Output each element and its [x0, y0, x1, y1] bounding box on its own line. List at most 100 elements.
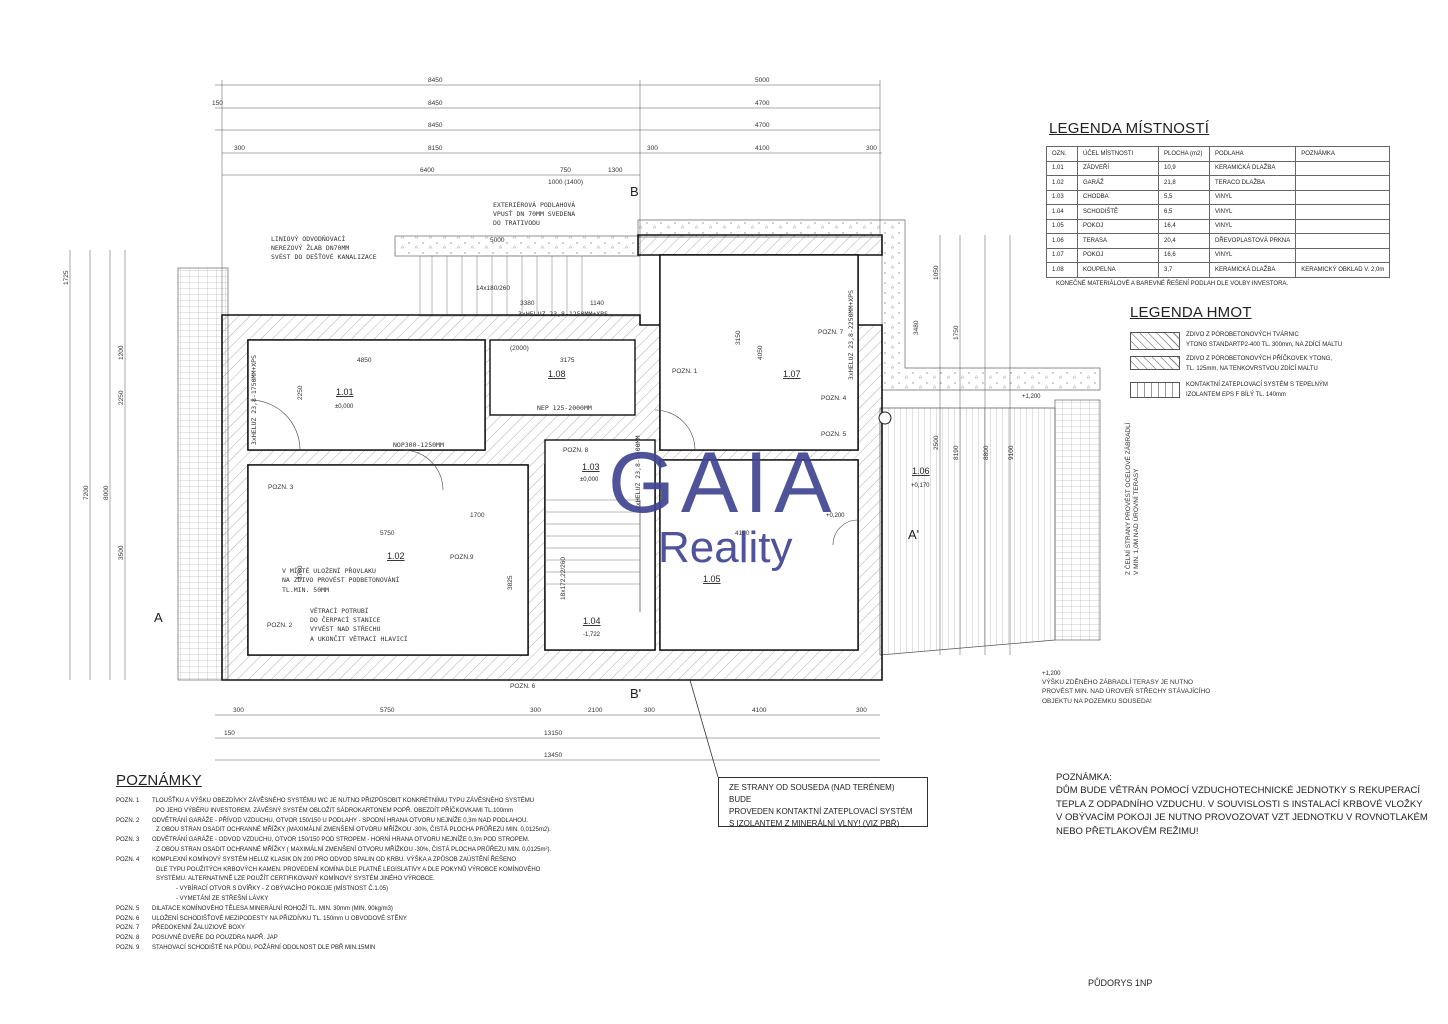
annotation: NEP 125-2000MM	[537, 404, 592, 412]
note-text: - VYBÍRACÍ OTVOR S DVÍŘKY - Z OBÝVACÍHO …	[176, 886, 389, 893]
table-cell: TERASA	[1077, 233, 1159, 249]
note-key: POZN. 6	[116, 915, 140, 922]
pozn-label: POZN. 1	[672, 368, 698, 375]
table-cell: SCHODIŠTĚ	[1077, 204, 1159, 220]
terrace-1-06	[879, 407, 1056, 656]
note-text: Z OBOU STRAN OSADIT OCHRANNÉ MŘÍŽKY (MAX…	[156, 827, 551, 834]
level-mark: +0,200	[826, 513, 845, 519]
note-key	[116, 846, 152, 856]
annotation: VĚTRACÍ POTRUBÍ	[310, 606, 369, 615]
section-marks: A A' B B'	[154, 184, 919, 701]
table-cell	[1295, 175, 1391, 191]
annotation: DO TRATIVODU	[493, 219, 540, 227]
text: ZDIVO Z PÓROBETONOVÝCH PŘÍČKOVEK YTONG,	[1186, 356, 1333, 362]
table-cell: 21,8	[1158, 175, 1210, 191]
table-cell: CHODBA	[1077, 189, 1159, 205]
dim: 1300	[608, 167, 623, 174]
dim: 4100	[735, 530, 750, 537]
note-text: DLE TYPU POUŽITÝCH KRBOVÝCH KAMEN. PROVE…	[156, 866, 541, 873]
annotation: DO ČERPACÍ STANICE	[310, 615, 381, 624]
dim: 4700	[755, 100, 770, 107]
level-mark: +1,200	[1022, 394, 1041, 400]
text: V OBÝVACÍM POKOJI JE NUTNO PROVOZOVAT VZ…	[1056, 812, 1428, 824]
dim: 8450	[428, 77, 443, 84]
legend-rooms-table: OZN. ÚČEL MÍSTNOSTI PLOCHA (m2) PODLAHA …	[1046, 146, 1391, 278]
pozn-label: POZN. 6	[510, 683, 536, 690]
annotation: VYVÉST NAD STŘECHU	[310, 624, 381, 633]
note-key	[116, 866, 152, 876]
annotation: NOP300-1250MM	[393, 441, 444, 449]
table-cell	[1295, 247, 1391, 263]
table-cell: 1.05	[1046, 218, 1078, 234]
dim: 13450	[544, 752, 562, 759]
table-cell: 20,4	[1158, 233, 1210, 249]
annotation: 14x180/260	[476, 285, 510, 292]
dim: 3825	[507, 575, 514, 590]
section-mark-a: A	[154, 610, 163, 625]
dim: 300	[856, 707, 867, 714]
dim: 8150	[428, 145, 443, 152]
dim: 3150	[735, 330, 742, 345]
dim: 3500	[118, 545, 125, 560]
dim: 4100	[755, 145, 770, 152]
dim: 300	[234, 145, 245, 152]
note-key: POZN. 5	[116, 905, 140, 912]
table-cell: KERAMICKÁ DLAŽBA	[1208, 262, 1297, 278]
note-text: PO JEHO VÝBĚRU INVESTOREM. ZÁVĚSNÝ SYSTÉ…	[156, 807, 514, 814]
dim: 2500	[933, 435, 940, 450]
annotation: LINIOVÝ ODVODŇOVACÍ	[271, 234, 345, 243]
pozn-labels: POZN. 1 POZN. 2 POZN. 3 POZN. 4 POZN. 5 …	[267, 329, 847, 690]
dim: 8000	[103, 485, 110, 500]
table-cell: 1.01	[1046, 160, 1078, 176]
section-mark-b-prime: B'	[630, 686, 641, 701]
table-cell: 3,7	[1158, 262, 1210, 278]
dim: 5000	[755, 77, 770, 84]
pozn-label: POZN. 8	[563, 447, 589, 454]
note-line: - VYBÍRACÍ OTVOR S DVÍŘKY - Z OBÝVACÍHO …	[116, 885, 551, 895]
note-key: POZN. 2	[116, 817, 140, 824]
dim: 8450	[428, 122, 443, 129]
dim: 150	[212, 100, 223, 107]
table-cell: VINYL	[1208, 189, 1297, 205]
door-swings	[249, 399, 859, 546]
table-cell: 16,4	[1158, 218, 1210, 234]
dims-left: 1725 7200 8000 1200 2250 3500	[63, 270, 125, 560]
drawing-title: PŮDORYS 1NP	[1088, 978, 1153, 988]
text: TEPLA Z ODPADNÍHO VZDUCHU. V SOUVISLOSTI…	[1056, 798, 1423, 810]
dim: 8800	[983, 445, 990, 460]
level-mark: +0,170	[911, 483, 930, 489]
table-cell	[1295, 160, 1391, 176]
note-key	[116, 875, 152, 885]
dimension-lines	[69, 80, 1011, 761]
note-text: ODVĚTRÁNÍ GARÁŽE - ODVOD VZDUCHU, OTVOR …	[152, 837, 530, 844]
dim: 300	[233, 707, 244, 714]
table-cell: 1.08	[1046, 262, 1078, 278]
swatch-aerated-concrete-block	[1130, 332, 1180, 350]
dims-top: 8450 5000 150 8450 4700 8450 4700 300 81…	[212, 77, 877, 186]
annotation: V MÍSTĚ ULOŽENÍ PŘOVLAKU	[282, 566, 376, 575]
note-text: - VYMETÁNÍ ZE STŘEŠNÍ LÁVKY	[176, 895, 269, 902]
note-key: POZN. 8	[116, 935, 140, 942]
dim: 300	[866, 145, 877, 152]
note-key	[116, 885, 152, 895]
annotation: 3xHELUZ 23,8-1750MM+XPS	[250, 355, 258, 445]
table-cell: POKOJ	[1077, 247, 1159, 263]
dim: 2100	[588, 707, 603, 714]
pozn-label: POZN. 4	[821, 395, 847, 402]
annotation: EXTERIÉROVÁ PODLAHOVÁ	[493, 200, 575, 209]
table-cell: KERAMICKÝ OBKLAD V. 2,0m	[1295, 262, 1391, 278]
text: YTONG STANDARTP2-400 TL. 300mm, NA ZDÍCÍ…	[1186, 342, 1343, 348]
dim: 13150	[544, 730, 562, 737]
dim: 3750	[297, 565, 304, 580]
pozn-label: POZN. 5	[821, 431, 847, 438]
dims-inner: 4850 2250 3175 (2000) 3380 1140 5000 575…	[297, 237, 764, 590]
dim: 5750	[380, 707, 395, 714]
